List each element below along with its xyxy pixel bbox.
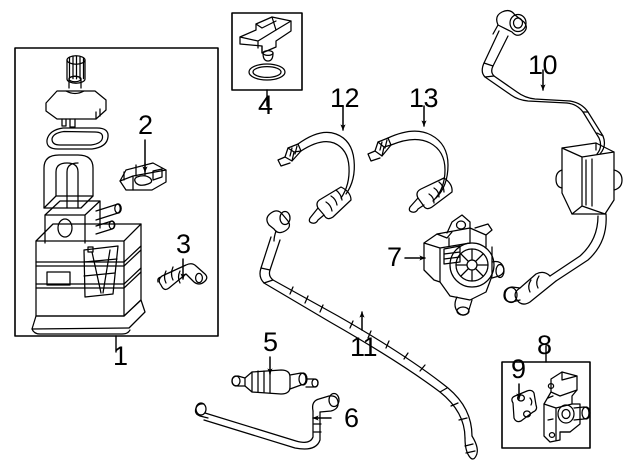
canister-seal-gasket xyxy=(46,127,109,150)
vapor-hose-main-part xyxy=(259,210,478,460)
canister-vent-cap xyxy=(66,55,86,84)
callout-9: 9 xyxy=(511,354,526,384)
callout-1: 1 xyxy=(113,341,128,371)
vapor-hose-short-part xyxy=(194,392,340,450)
callout-6: 6 xyxy=(344,403,359,433)
secondary-canister xyxy=(555,142,623,215)
oxygen-sensor-upstream-part xyxy=(277,131,355,224)
callout-4: 4 xyxy=(258,90,273,120)
egr-valve-assembly-part xyxy=(543,371,591,443)
callout-12: 12 xyxy=(330,83,360,113)
purge-valve-part xyxy=(231,369,319,395)
canister-return-hose xyxy=(503,213,607,305)
vapor-hose-elbow-part xyxy=(157,263,208,291)
callout-8: 8 xyxy=(537,330,552,360)
vapor-canister-body xyxy=(31,200,146,335)
canister-cover-plate xyxy=(45,75,107,128)
purge-solenoid-bracket xyxy=(119,162,167,191)
oxygen-sensor-downstream-part xyxy=(367,130,453,213)
callout-13: 13 xyxy=(409,83,439,113)
callout-2: 2 xyxy=(138,110,153,140)
callout-5: 5 xyxy=(263,327,278,357)
vacuum-pump-assembly-part xyxy=(423,214,505,316)
callout-3: 3 xyxy=(176,229,191,259)
leader-lines xyxy=(142,69,546,421)
callout-11: 11 xyxy=(350,332,378,362)
canister-group-box-frame xyxy=(14,47,219,353)
canister-heat-shield xyxy=(43,154,94,209)
callout-7: 7 xyxy=(387,242,402,272)
fuel-tank-pressure-sensor-part xyxy=(239,16,292,81)
vapor-hose-long-upper-part xyxy=(481,9,606,155)
callout-10: 10 xyxy=(528,50,558,80)
